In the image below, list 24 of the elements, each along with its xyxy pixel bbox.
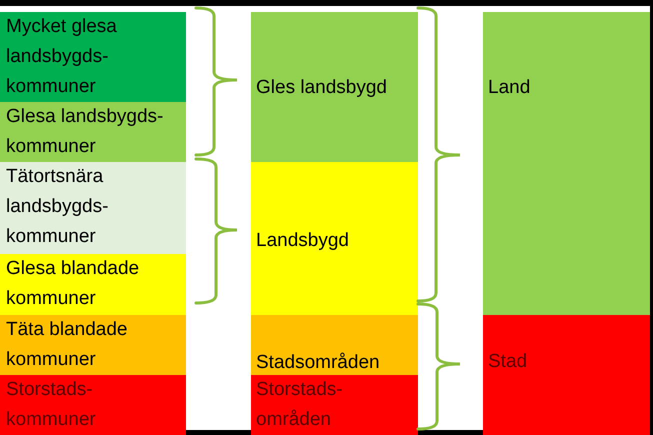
category-box [0,315,186,375]
category-box [0,375,186,435]
box-label: Mycket glesa landsbygds- kommuner [6,16,117,97]
box-label: Storstads- områden [256,379,343,430]
box-label: Gles landsbygd [256,77,387,98]
box-label: Stadsområden [256,352,380,373]
city-box [483,315,650,435]
category-box [0,162,186,254]
category-box [0,12,186,102]
area-type-box [251,315,418,375]
box-label: Landsbygd [256,230,349,251]
land-box [483,12,650,315]
box-label: Storstads- kommuner [6,379,96,430]
category-box [0,254,186,315]
category-box [0,102,186,162]
box-label: Täta blandade kommuner [6,319,128,370]
box-label: Tätortsnära landsbygds- kommuner [6,166,108,247]
box-label: Glesa blandade kommuner [6,258,140,309]
box-label: Glesa landsbygds- kommuner [6,106,164,157]
area-type-box [251,162,418,315]
box-label: Land [488,77,530,98]
box-label: Stad [488,351,528,372]
area-type-box [251,375,418,435]
area-type-box [251,12,418,162]
